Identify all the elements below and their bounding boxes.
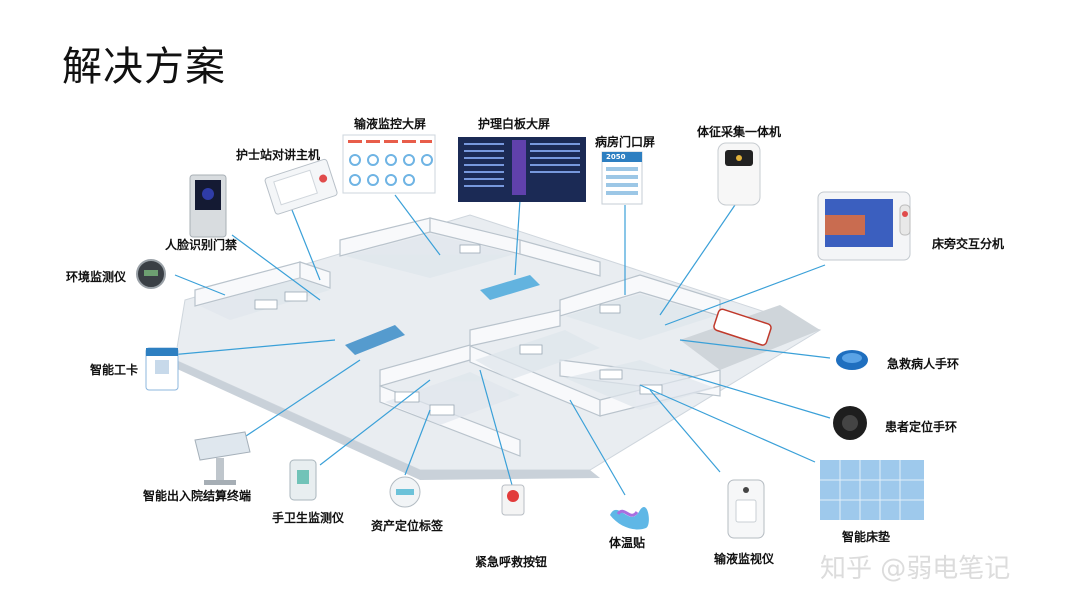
label-checkout-terminal: 智能出入院结算终端: [143, 489, 252, 503]
bedside-terminal-device: [817, 191, 911, 261]
label-nurse-station: 护士站对讲主机: [236, 148, 321, 162]
whiteboard-device: [458, 137, 586, 202]
ambulance: [713, 308, 772, 346]
env-monitor-device: [136, 259, 166, 289]
smart-card-device: [145, 347, 179, 391]
call-button-device: [501, 484, 525, 516]
page-title: 解决方案: [62, 44, 226, 90]
infusion-monitor-device: [727, 479, 765, 539]
label-asset-tag: 资产定位标签: [371, 519, 444, 533]
watermark: 知乎 @弱电笔记: [820, 554, 1011, 584]
label-patient-band: 患者定位手环: [885, 420, 958, 434]
patient-band-device: [833, 406, 867, 440]
reception-desk: [345, 325, 405, 355]
checkout-terminal-device: [194, 431, 251, 485]
label-thermo-patch: 体温贴: [609, 536, 646, 550]
label-smart-mattress: 智能床垫: [842, 530, 891, 544]
ward-door-screen-device: [601, 151, 643, 205]
hand-hygiene-device: [289, 459, 317, 501]
asset-tag-device: [389, 476, 421, 508]
door-screen-number: 2050: [606, 153, 626, 161]
label-env-monitor: 环境监测仪: [66, 270, 127, 284]
vitals-device: [717, 142, 761, 206]
label-whiteboard: 护理白板大屏: [478, 117, 551, 131]
label-vitals: 体征采集一体机: [697, 125, 782, 139]
nurse-station-desk: [480, 275, 540, 300]
label-smart-card: 智能工卡: [90, 363, 139, 377]
label-infusion-monitor: 输液监视仪: [714, 552, 775, 566]
label-hand-hygiene: 手卫生监测仪: [272, 511, 345, 525]
infusion-screen-device: [342, 134, 436, 194]
label-infusion-screen: 输液监控大屏: [354, 117, 427, 131]
thermo-patch-device: [610, 506, 649, 530]
label-ward-door: 病房门口屏: [595, 135, 656, 149]
nurse-station-host-device: [264, 158, 338, 215]
connector-lines: [169, 194, 831, 496]
face-access-device: [189, 174, 227, 238]
emergency-band-device: [836, 350, 868, 370]
label-face-access: 人脸识别门禁: [165, 238, 238, 252]
label-emergency-band: 急救病人手环: [887, 357, 960, 371]
smart-mattress-device: [820, 460, 924, 520]
floor-shadow: [175, 360, 600, 480]
label-call-button: 紧急呼救按钮: [475, 555, 548, 569]
label-bedside: 床旁交互分机: [932, 237, 1005, 251]
